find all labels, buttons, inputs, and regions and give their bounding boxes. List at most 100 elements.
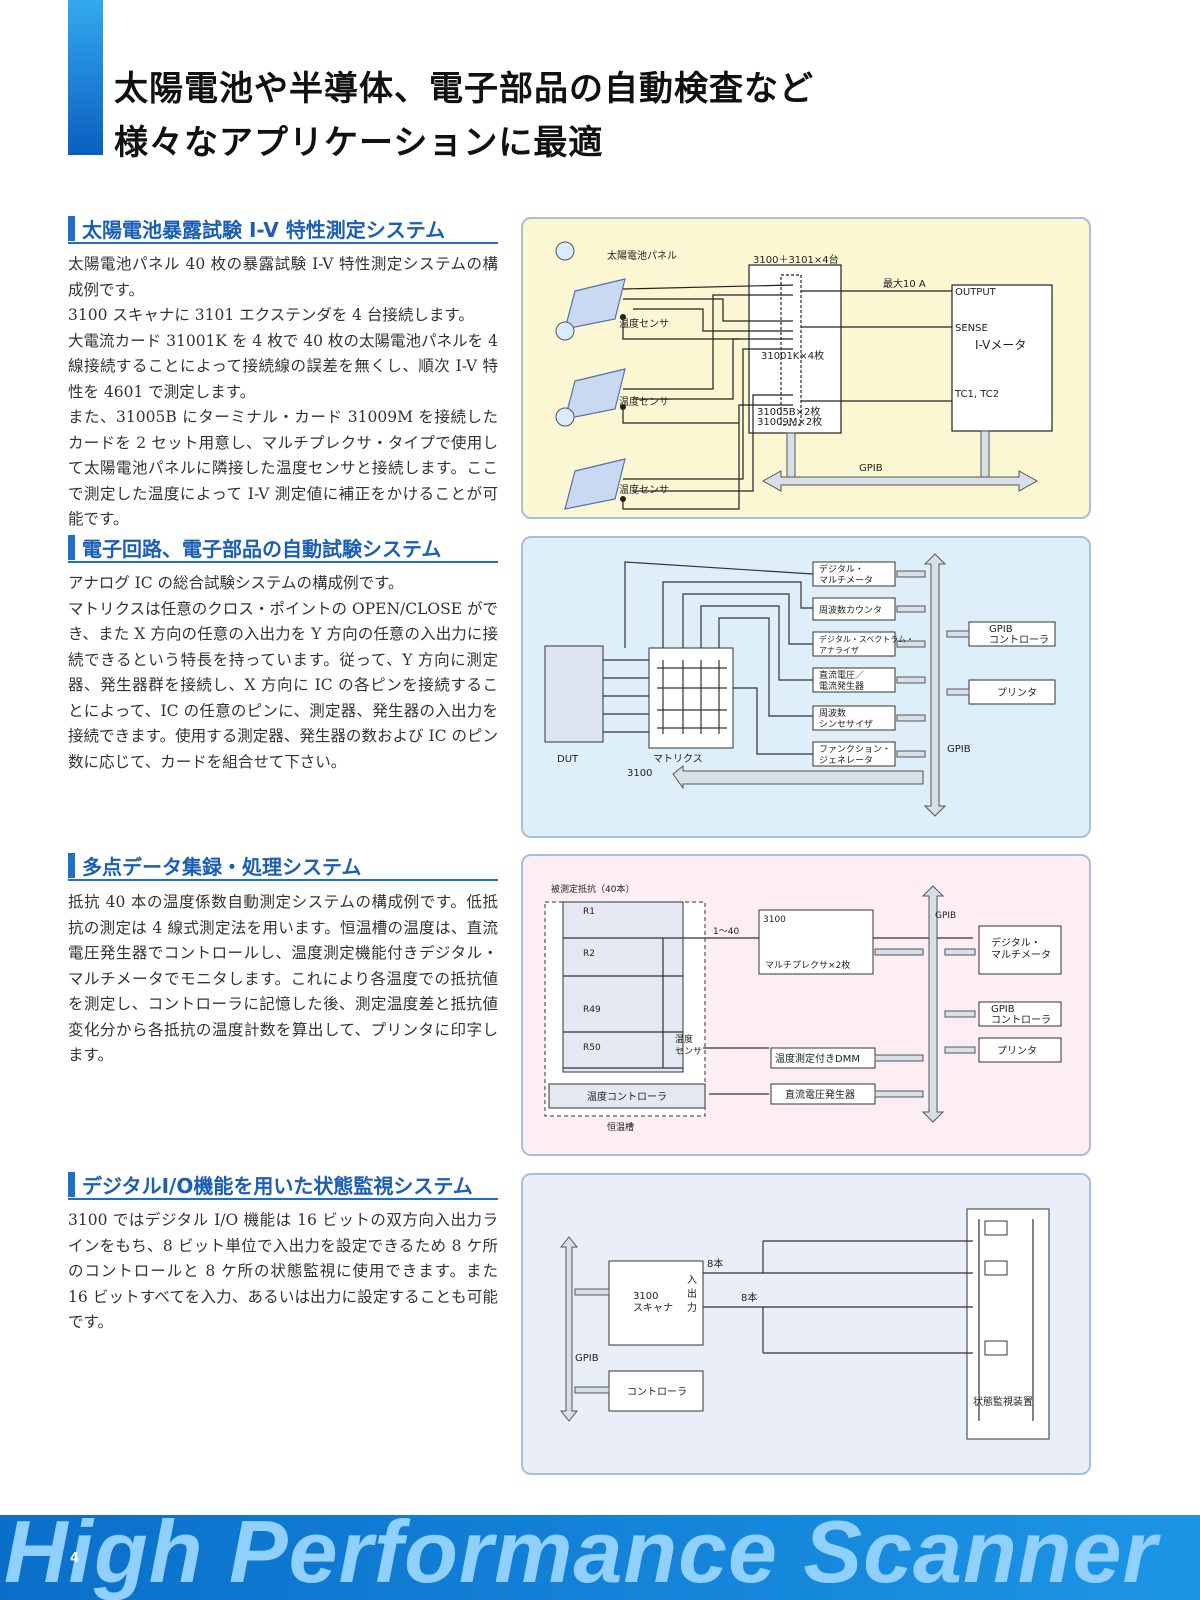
headline-line1: 太陽電池や半導体、電子部品の自動検査など [114,69,814,109]
instrument-label: 直流電圧／ [819,669,864,681]
instrument-label: デジタル・ [819,563,864,575]
diagram-data-acquisition: 被測定抵抗（40本） R1 R2 R49 R50 1〜40 3100 マルチプレ… [521,854,1091,1156]
solar-panel [564,458,626,510]
section-title-dio: デジタルI/O機能を用いた状態監視システム [68,1170,498,1200]
gpib-label: GPIB [947,744,971,755]
temp-dmm-label: 温度測定付きDMM [775,1052,860,1065]
section-marker [68,535,75,560]
unit-label: 3100 [763,915,786,925]
temp-sensor-label: 温度センサ [619,483,669,496]
printer-label: プリンタ [997,687,1037,699]
controller-label: コントローラ [991,1014,1051,1026]
section-body-solar: 太陽電池パネル 40 枚の暴露試験 I-V 特性測定システムの構成例です。 31… [68,252,498,533]
diagram-data-svg: 被測定抵抗（40本） R1 R2 R49 R50 1〜40 3100 マルチプレ… [544,883,1062,1133]
bits-label: 8本 [741,1291,757,1304]
instrument-label: シンセサイザ [819,719,873,730]
footer-title: High Performance Scanner [4,1515,1158,1600]
paragraph: 3100 ではデジタル I/O 機能は 16 ビットの双方向入出力ラインをもち、… [68,1211,498,1331]
dc-gen-label: 直流電圧発生器 [785,1088,855,1101]
diagram-circuit-test: DUT マトリクス 3100 GPIB デジタル・ マルチメータ 周波数カウンタ… [521,536,1091,838]
output-label: OUTPUT [955,287,997,298]
section-marker [68,853,75,878]
diagram-solar-svg: 太陽電池パネル 温度センサ 温度センサ 温度センサ 3100＋3101×4台 3… [555,241,1053,510]
io-label: 出 [687,1287,697,1300]
io-label: 入 [687,1275,697,1286]
paragraph: マトリクスは任意のクロス・ポイントの OPEN/CLOSE ができ、また X 方… [68,599,498,771]
instrument-label: 電流発生器 [819,680,864,692]
temp-sensor-label: 温度センサ [619,317,669,330]
resistor-label: R50 [583,1043,601,1053]
gpib-label: GPIB [935,911,956,921]
matrix-label: マトリクス [653,753,703,765]
section-marker [68,216,75,241]
section-body-dio: 3100 ではデジタル I/O 機能は 16 ビットの双方向入出力ラインをもち、… [68,1208,498,1336]
controller-label: GPIB [989,624,1013,635]
resistor-label: R2 [583,949,595,959]
section-title-text: 多点データ集録・処理システム [82,855,362,879]
sense-label: SENSE [955,323,988,334]
monitor-label: 状態監視装置 [973,1395,1033,1408]
section-body-data: 抵抗 40 本の温度係数自動測定システムの構成例です。低抵抗の測定は 4 線式測… [68,890,498,1069]
card1-label: 31001K×4枚 [761,349,824,362]
paragraph: 太陽電池パネル 40 枚の暴露試験 I-V 特性測定システムの構成例です。 [68,255,498,299]
printer-label: プリンタ [997,1045,1037,1057]
resistor-label: R1 [583,907,595,917]
instrument-label: マルチメータ [819,575,873,586]
paragraph: 抵抗 40 本の温度係数自動測定システムの構成例です。低抵抗の測定は 4 線式測… [68,893,498,1064]
page-number: 4 [70,1551,80,1566]
controller-label: コントローラ [627,1386,687,1398]
instrument-label: 周波数カウンタ [819,604,882,616]
unit-label: 3100＋3101×4台 [753,253,839,266]
diagram-dio-svg: 3100 スキャナ 入 出 力 8本 8本 GPIB コントローラ 状態監視装置 [559,1208,1050,1440]
instrument-label: アナライザ [819,646,859,655]
panel-label: 太陽電池パネル [607,249,677,262]
paragraph: 3100 スキャナに 3101 エクステンダを 4 台接続します。 [68,306,474,324]
section-title-text: 太陽電池暴露試験 I-V 特性測定システム [82,218,446,242]
section-title-text: デジタルI/O機能を用いた状態監視システム [82,1174,473,1198]
diagram-solar-iv: 太陽電池パネル 温度センサ 温度センサ 温度センサ 3100＋3101×4台 3… [521,217,1091,519]
section-title-text: 電子回路、電子部品の自動試験システム [82,537,442,561]
temp-sensor-label: 温度センサ [619,395,669,408]
iv-meter-label: I-Vメータ [975,338,1026,352]
io-label: 力 [687,1301,697,1314]
card2b-label: 31009M×2枚 [757,415,822,428]
scanner-label: スキャナ [633,1302,673,1314]
card2a-label: 31005B×2枚 [757,405,820,418]
resistors-label: 被測定抵抗（40本） [551,883,634,895]
tc-label: TC1, TC2 [954,389,999,400]
paragraph: アナログ IC の総合試験システムの構成例です。 [68,574,404,592]
section-title-data: 多点データ集録・処理システム [68,851,498,881]
sensor-label: センサ [675,1046,702,1057]
paragraph: 大電流カード 31001K を 4 枚で 40 枚の太陽電池パネルを 4 線接続… [68,331,498,401]
dmm-label: マルチメータ [991,949,1051,961]
instrument-label: ファンクション・ [819,744,891,755]
temp-ctrl-label: 温度コントローラ [587,1090,667,1103]
paragraph: また、31005B にターミナル・カード 31009M を接続したカードを 2 … [68,408,498,528]
chamber-label: 恒温槽 [607,1121,634,1133]
controller-label: コントローラ [989,634,1049,646]
unit-label: 3100 [627,768,652,779]
matrix-box [648,647,734,749]
solar-panel [564,368,626,420]
instrument-label: ジェネレータ [819,755,873,766]
dut-box [544,645,604,743]
section-title-circuit: 電子回路、電子部品の自動試験システム [68,533,498,563]
section-body-circuit: アナログ IC の総合試験システムの構成例です。 マトリクスは任意のクロス・ポイ… [68,571,498,775]
instrument-label: デジタル・スペクトラム・ [819,634,914,644]
sensor-label: 温度 [675,1033,693,1045]
gpib-label: GPIB [859,463,883,474]
current-label: 最大10 A [883,277,926,290]
instrument-label: 周波数 [819,707,846,719]
page-headline: 太陽電池や半導体、電子部品の自動検査など 様々なアプリケーションに最適 [114,62,814,170]
dmm-label: デジタル・ [991,936,1041,949]
section-title-solar: 太陽電池暴露試験 I-V 特性測定システム [68,214,498,244]
headline-line2: 様々なアプリケーションに最適 [114,123,604,163]
solar-panel [564,278,626,330]
diagram-digital-io: 3100 スキャナ 入 出 力 8本 8本 GPIB コントローラ 状態監視装置 [521,1173,1091,1475]
scanner-label: 3100 [633,1291,658,1302]
resistor-label: R49 [583,1005,601,1015]
controller-label: GPIB [991,1004,1015,1015]
gpib-label: GPIB [575,1353,599,1364]
diagram-circuit-svg: DUT マトリクス 3100 GPIB デジタル・ マルチメータ 周波数カウンタ… [544,553,1056,817]
accent-bar [68,0,103,155]
